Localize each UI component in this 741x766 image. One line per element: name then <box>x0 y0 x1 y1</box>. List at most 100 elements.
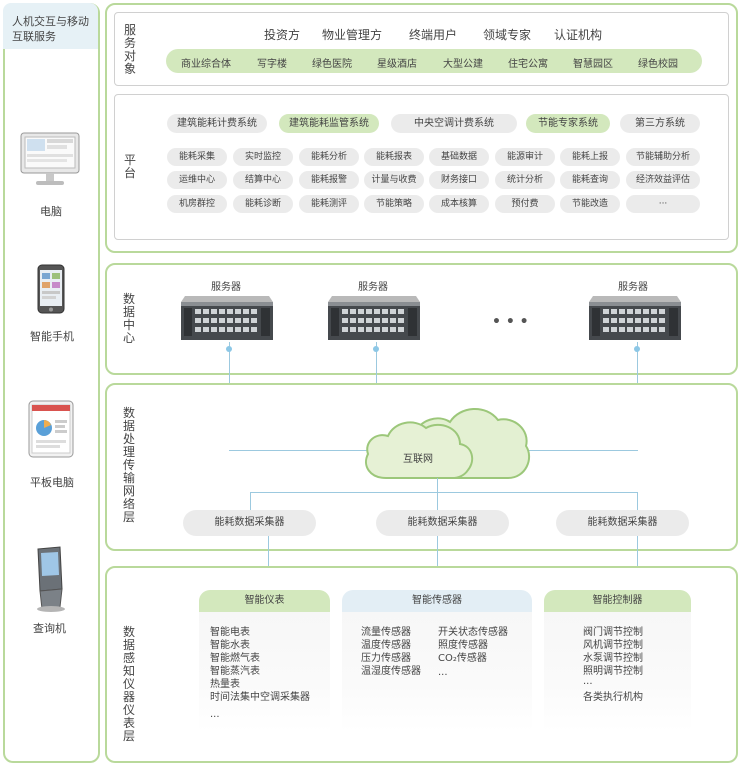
sensor-item: 压力传感器 <box>361 653 411 664</box>
connector-line <box>250 492 638 493</box>
left-panel <box>3 3 100 763</box>
meter-item: 时间法集中空调采集器 <box>210 692 310 703</box>
tablet-icon <box>28 400 74 462</box>
sensor-column <box>342 612 532 732</box>
platform-function-pill: 能耗上报 <box>560 148 620 166</box>
connector-dot <box>634 346 640 352</box>
stakeholder-certification: 认证机构 <box>554 28 603 42</box>
platform-function-pill: 节能改造 <box>560 195 620 213</box>
platform-function-pill: 预付费 <box>495 195 555 213</box>
server-icon <box>181 296 273 346</box>
system-pill: 节能专家系统 <box>526 114 610 133</box>
meter-item: 智能电表 <box>210 627 250 638</box>
connector-line <box>229 450 369 451</box>
meter-header: 智能仪表 <box>199 590 330 612</box>
stakeholder-property-manager: 物业管理方 <box>322 28 383 42</box>
sensor-item: ··· <box>438 670 448 681</box>
connector-dot <box>373 346 379 352</box>
internet-label: 互联网 <box>403 454 433 465</box>
smartphone-icon <box>37 264 65 318</box>
platform-function-pill: 能耗报表 <box>364 148 424 166</box>
platform-function-pill: 能耗采集 <box>167 148 227 166</box>
platform-function-pill: 统计分析 <box>495 171 555 189</box>
building-type: 住宅公寓 <box>508 59 548 70</box>
platform-function-pill: 基础数据 <box>429 148 489 166</box>
building-type: 商业综合体 <box>181 59 231 70</box>
server-label: 服务器 <box>618 282 648 293</box>
connector-line <box>250 492 251 510</box>
building-type: 绿色校园 <box>638 59 678 70</box>
meter-column <box>199 612 330 732</box>
stakeholder-domain-expert: 领域专家 <box>483 28 532 42</box>
device-label-tablet: 平板电脑 <box>30 476 74 489</box>
connector-line <box>437 492 438 510</box>
building-types-bar <box>166 49 702 73</box>
server-ellipsis: • • • <box>492 314 529 330</box>
platform-function-pill: 能源审计 <box>495 148 555 166</box>
platform-function-pill: 结算中心 <box>233 171 293 189</box>
left-title-line1: 人机交互与移动 <box>12 15 89 28</box>
left-title-line2: 互联服务 <box>12 30 56 43</box>
device-label-computer: 电脑 <box>40 205 62 218</box>
platform-function-pill: 能耗诊断 <box>233 195 293 213</box>
meter-item: 智能蒸汽表 <box>210 666 260 677</box>
controller-column <box>544 612 691 732</box>
server-label: 服务器 <box>211 282 241 293</box>
building-type: 大型公建 <box>443 59 483 70</box>
meter-item: 智能水表 <box>210 640 250 651</box>
controller-header: 智能控制器 <box>544 590 691 612</box>
sensor-item: 温湿度传感器 <box>361 666 421 677</box>
system-pill: 建筑能耗计费系统 <box>167 114 267 133</box>
connector-line <box>437 536 438 590</box>
server-icon <box>328 296 420 346</box>
kiosk-icon <box>30 545 70 617</box>
building-type: 绿色医院 <box>312 59 352 70</box>
platform-function-pill: ··· <box>626 195 700 213</box>
transport-label: 数据处理传输网络层 <box>122 406 135 524</box>
sensor-item: 温度传感器 <box>361 640 411 651</box>
service-label: 服务对象 <box>123 23 136 76</box>
platform-function-pill: 能耗报警 <box>299 171 359 189</box>
platform-function-pill: 财务接口 <box>429 171 489 189</box>
platform-function-pill: 节能辅助分析 <box>626 148 700 166</box>
sensor-item: 开关状态传感器 <box>438 627 508 638</box>
meter-item: 智能燃气表 <box>210 653 260 664</box>
platform-function-pill: 计量与收费 <box>364 171 424 189</box>
meter-item: 热量表 <box>210 679 240 690</box>
system-pill: 建筑能耗监管系统 <box>279 114 379 133</box>
building-type: 星级酒店 <box>377 59 417 70</box>
device-label-kiosk: 查询机 <box>33 622 66 635</box>
connector-dot <box>226 346 232 352</box>
internet-cloud-icon <box>362 398 534 488</box>
controller-item: 水泵调节控制 <box>583 653 643 664</box>
system-pill: 中央空调计费系统 <box>391 114 517 133</box>
left-title-box <box>3 3 98 49</box>
sensor-item: 流量传感器 <box>361 627 411 638</box>
platform-function-pill: 能耗查询 <box>560 171 620 189</box>
connector-line <box>437 478 438 492</box>
building-type: 写字楼 <box>257 59 287 70</box>
sensor-item: 照度传感器 <box>438 640 488 651</box>
perception-label: 数据感知仪器仪表层 <box>122 625 135 743</box>
server-icon <box>589 296 681 346</box>
device-label-smartphone: 智能手机 <box>30 330 74 343</box>
platform-function-pill: 运维中心 <box>167 171 227 189</box>
meter-item: ··· <box>210 712 220 723</box>
sensor-header: 智能传感器 <box>342 590 532 612</box>
controller-item: 各类执行机构 <box>583 692 643 703</box>
stakeholder-investor: 投资方 <box>264 28 301 42</box>
data-collector: 能耗数据采集器 <box>556 510 689 536</box>
connector-line <box>637 536 638 590</box>
connector-line <box>520 450 638 451</box>
platform-function-pill: 实时监控 <box>233 148 293 166</box>
platform-function-pill: 能耗测评 <box>299 195 359 213</box>
connector-line <box>637 492 638 510</box>
platform-function-pill: 经济效益评估 <box>626 171 700 189</box>
platform-function-pill: 机房群控 <box>167 195 227 213</box>
connector-line <box>376 342 377 422</box>
controller-item: 风机调节控制 <box>583 640 643 651</box>
sensor-item: CO₂传感器 <box>438 653 487 664</box>
connector-line <box>268 536 269 590</box>
platform-label: 平台 <box>123 153 136 180</box>
controller-item: ··· <box>583 679 593 690</box>
